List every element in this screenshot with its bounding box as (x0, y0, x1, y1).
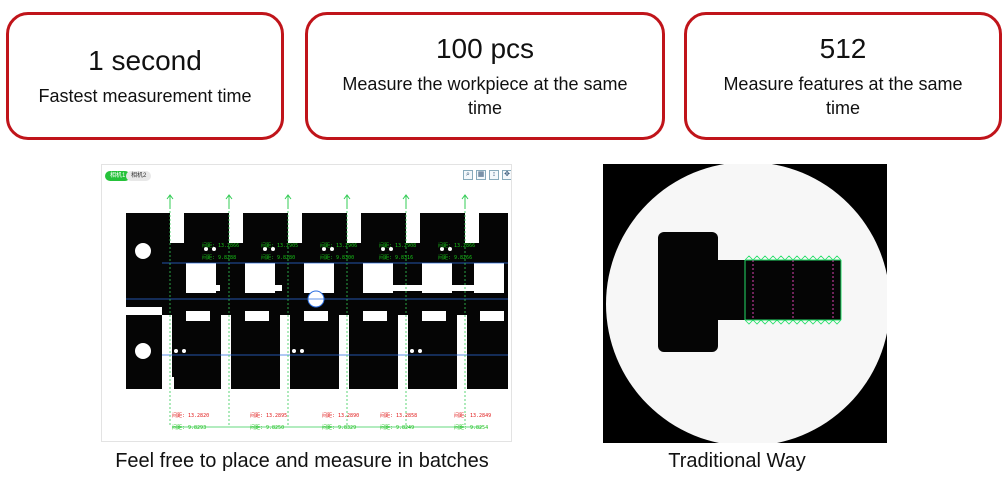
measure-label: 间距: 13.2820 (172, 412, 209, 419)
thread-overlay-magenta (752, 260, 834, 320)
measure-label: 间距: 13.2866 (438, 242, 475, 249)
caption-batch: Feel free to place and measure in batche… (115, 450, 489, 472)
measure-label: 间距: 9.8280 (261, 254, 295, 261)
measure-label: 间距: 9.8266 (438, 254, 472, 261)
measure-label: 间距: 13.2849 (454, 412, 491, 419)
batch-measurement-screenshot: 相机1 相机2 ⌕ ▦ ↕ ✥ (101, 164, 512, 442)
t-shaped-part (658, 232, 841, 352)
overlay-arrows (166, 194, 469, 209)
stat-card-features: 512 Measure features at the same time (684, 12, 1002, 140)
strip-slots (188, 285, 484, 291)
upper-measure-labels: 间距: 13.2866 间距: 9.8288 间距: 13.2905 间距: 9.82… (202, 242, 475, 261)
measure-label: 间距: 9.8250 (250, 424, 284, 431)
measure-label: 间距: 9.8254 (454, 424, 488, 431)
measure-label: 间距: 9.8316 (379, 254, 413, 261)
camera-tab-2[interactable]: 相机2 (126, 171, 152, 181)
cursor-icon[interactable]: ↕ (489, 170, 499, 180)
measure-label: 间距: 9.8300 (320, 254, 354, 261)
stat-value: 100 pcs (435, 33, 535, 64)
stat-card-speed: 1 second Fastest measurement time (6, 12, 284, 140)
grid-icon[interactable]: ▦ (476, 170, 486, 180)
camera-tab-1[interactable]: 相机1 (105, 171, 131, 181)
traditional-measurement-screenshot (603, 164, 887, 443)
measure-label: 间距: 13.2895 (250, 412, 287, 419)
measure-label: 间距: 13.2858 (380, 412, 417, 419)
lower-slots (162, 311, 504, 389)
move-icon[interactable]: ✥ (502, 170, 511, 180)
measure-label: 间距: 13.2906 (320, 242, 357, 249)
stat-description: Fastest measurement time (38, 86, 252, 106)
zoom-icon[interactable]: ⌕ (463, 170, 473, 180)
measure-label: 间距: 13.2866 (202, 242, 239, 249)
batch-measurement-image: 间距: 13.2866 间距: 9.8288 间距: 13.2905 间距: 9.82… (126, 194, 508, 431)
lower-measure-labels: 间距: 13.2820 间距: 9.8293 间距: 13.2895 间距: 9.82… (172, 412, 491, 431)
stat-description: Measure the workpiece at the same time (342, 74, 628, 118)
overlay-verticals (169, 195, 466, 427)
measure-label: 间距: 13.2908 (379, 242, 416, 249)
caption-traditional: Traditional Way (668, 450, 806, 472)
stat-description: Measure features at the same time (723, 74, 963, 118)
measurement-lines (126, 262, 508, 356)
measure-label: 间距: 9.8288 (202, 254, 236, 261)
measure-label: 间距: 9.8293 (172, 424, 206, 431)
measure-label: 间距: 9.8249 (380, 424, 414, 431)
measure-label: 间距: 13.2905 (261, 242, 298, 249)
thread-ticks (744, 255, 842, 325)
measure-label: 间距: 9.8329 (322, 424, 356, 431)
traditional-measurement-image (603, 164, 887, 443)
small-holes (174, 247, 452, 353)
stat-value: 1 second (88, 45, 202, 76)
stat-card-workpieces: 100 pcs Measure the workpiece at the sam… (305, 12, 665, 140)
stat-value: 512 (819, 33, 867, 64)
measure-label: 间距: 13.2890 (322, 412, 359, 419)
